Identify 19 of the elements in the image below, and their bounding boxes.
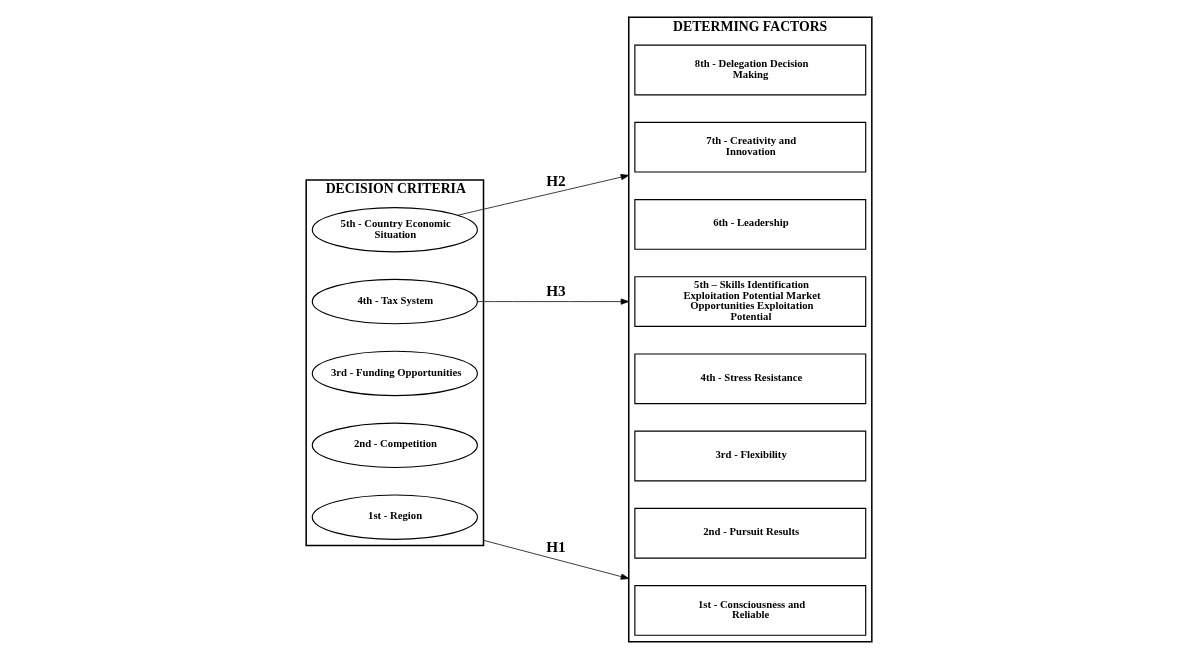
edge-label: H2 — [546, 172, 566, 190]
node-box: 1st - Consciousness and Reliable — [634, 585, 867, 636]
node-box: 5th – Skills Identification Exploitation Potential Market Opportunities Exploitation Potential — [634, 276, 867, 327]
node-ellipse: 2nd - Competition — [311, 422, 478, 469]
arrow — [477, 298, 630, 305]
node-box: 2nd - Pursuit Results — [634, 507, 867, 559]
node-box: 4th - Stress Resistance — [634, 353, 867, 405]
node-ellipse: 4th - Tax System — [311, 278, 478, 325]
node-box: 7th - Creativity and Innovation — [634, 121, 867, 173]
node-ellipse: 1st - Region — [311, 494, 478, 540]
arrow — [483, 539, 630, 580]
node-ellipse: 5th - Country Economic Situation — [311, 207, 478, 253]
edge-label: H1 — [546, 538, 566, 556]
node-box: 6th - Leadership — [634, 198, 867, 250]
node-box: 3rd - Flexibility — [634, 430, 867, 482]
node-box: 8th - Delegation Decision Making — [634, 44, 867, 96]
arrow — [457, 174, 630, 216]
edge-label: H3 — [546, 282, 566, 300]
node-ellipse: 3rd - Funding Opportunities — [311, 350, 478, 397]
